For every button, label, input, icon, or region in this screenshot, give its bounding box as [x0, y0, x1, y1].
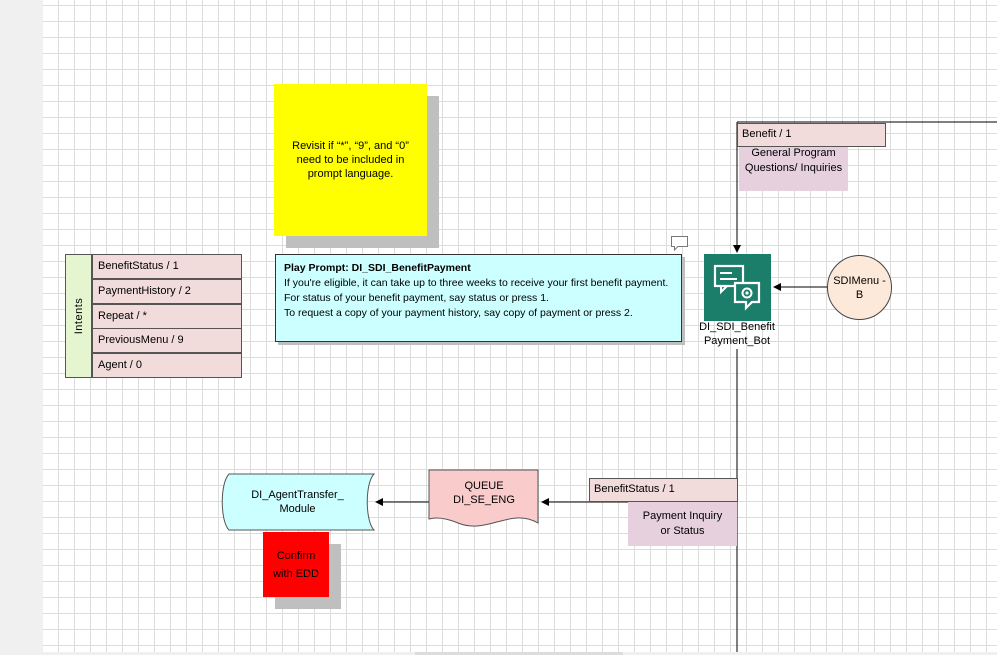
bot-label-line-1: DI_SDI_Benefit — [699, 321, 775, 333]
comment-icon[interactable] — [670, 235, 689, 252]
intents-header[interactable]: Intents — [65, 254, 92, 378]
payment-inquiry-line-1: Payment Inquiry — [642, 510, 723, 522]
queue-line-1: QUEUE — [464, 480, 504, 492]
sticky-note[interactable]: Revisit if “*”, “9”, and “0” need to be … — [274, 84, 427, 236]
agent-transfer-label: DI_AgentTransfer_ Module — [225, 488, 370, 516]
queue-shape[interactable] — [428, 469, 540, 529]
intent-row[interactable]: Repeat / * — [92, 304, 242, 329]
general-program-box[interactable]: General Program Questions/ Inquiries — [739, 146, 848, 191]
queue-line-2: DI_SE_ENG — [453, 494, 515, 506]
intent-row[interactable]: PreviousMenu / 9 — [92, 328, 242, 353]
intents-label: Intents — [72, 297, 85, 335]
intent-row[interactable]: Agent / 0 — [92, 353, 242, 378]
bot-node[interactable] — [704, 254, 771, 321]
benefit-status-tag[interactable]: BenefitStatus / 1 — [589, 478, 738, 502]
confirm-line-1: Confirm — [276, 549, 316, 562]
confirm-line-2: with EDD — [273, 567, 319, 580]
play-prompt-box[interactable]: Play Prompt: DI_SDI_BenefitPayment If yo… — [275, 254, 682, 342]
sdimenu-line-1: SDIMenu - — [833, 274, 886, 287]
prompt-title: Play Prompt: DI_SDI_BenefitPayment — [284, 262, 471, 274]
benefit-tag[interactable]: Benefit / 1 — [737, 123, 886, 147]
agent-transfer-line-2: Module — [279, 503, 316, 515]
prompt-line-2: For status of your benefit payment, say … — [284, 292, 549, 304]
payment-inquiry-line-2: or Status — [660, 524, 705, 537]
left-margin — [0, 0, 44, 655]
queue-label: QUEUE DI_SE_ENG — [429, 479, 539, 507]
bot-label-line-2: Payment_Bot — [703, 335, 771, 347]
bot-label: DI_SDI_Benefit Payment_Bot — [688, 320, 786, 348]
general-program-text: General Program Questions/ Inquiries — [744, 147, 843, 174]
agent-transfer-shape[interactable] — [219, 473, 376, 531]
sdimenu-line-2: B — [855, 288, 864, 301]
payment-inquiry-box[interactable]: Payment Inquiry or Status — [628, 501, 737, 546]
confirm-note[interactable]: Confirm with EDD — [263, 532, 329, 597]
agent-transfer-line-1: DI_AgentTransfer_ — [251, 489, 344, 501]
intent-row[interactable]: PaymentHistory / 2 — [92, 279, 242, 304]
chat-bot-icon — [713, 264, 761, 311]
sdimenu-node[interactable]: SDIMenu - B — [827, 255, 892, 320]
intent-row[interactable]: BenefitStatus / 1 — [92, 254, 242, 279]
scrollbar-thumb[interactable] — [415, 652, 623, 655]
sticky-note-text: Revisit if “*”, “9”, and “0” need to be … — [292, 140, 409, 180]
prompt-line-1: If you're eligible, it can take up to th… — [284, 277, 669, 289]
prompt-line-3: To request a copy of your payment histor… — [284, 307, 633, 319]
